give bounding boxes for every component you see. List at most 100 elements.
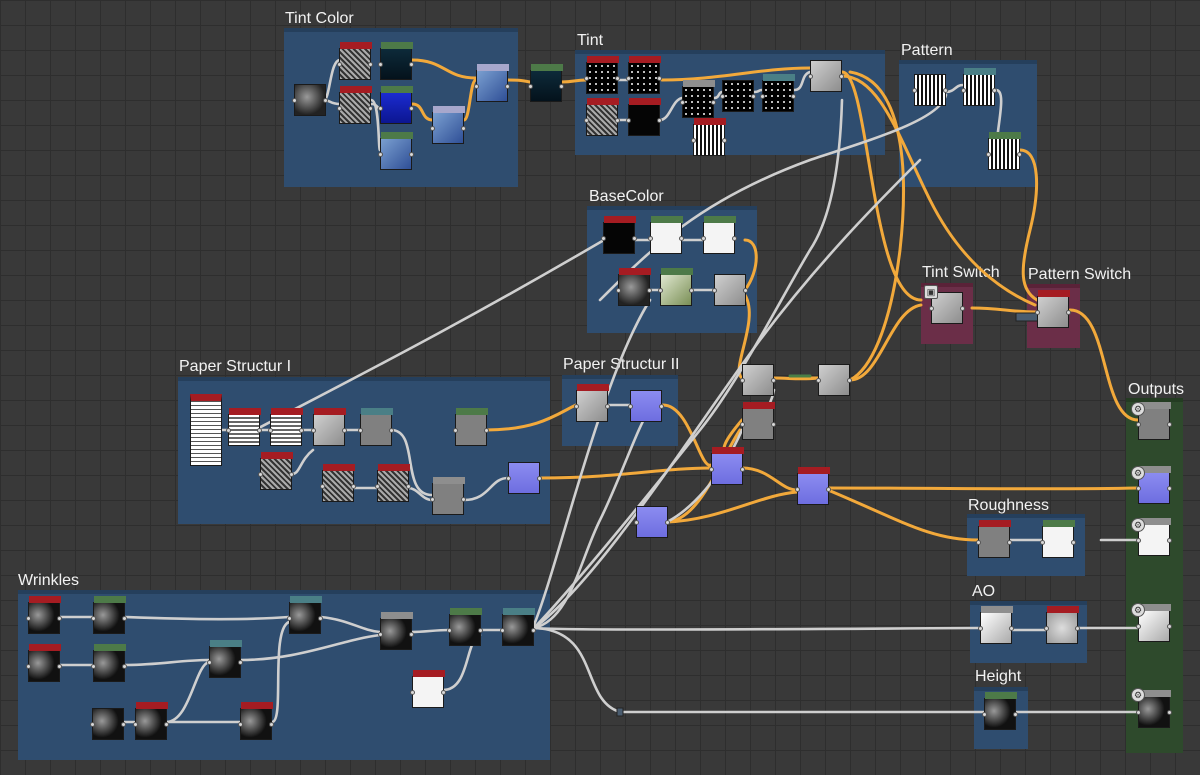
output-port[interactable]: [559, 84, 564, 89]
graph-node[interactable]: [976, 520, 1012, 558]
output-port[interactable]: [689, 288, 694, 293]
output-port[interactable]: [121, 722, 126, 727]
input-port[interactable]: [658, 288, 663, 293]
output-port[interactable]: [771, 422, 776, 427]
graph-node[interactable]: [961, 68, 997, 106]
frame-paper-structur-1[interactable]: [178, 377, 550, 524]
input-port[interactable]: [584, 118, 589, 123]
graph-node[interactable]: [474, 64, 510, 102]
input-port[interactable]: [720, 94, 725, 99]
output-port[interactable]: [461, 126, 466, 131]
input-port[interactable]: [226, 428, 231, 433]
tint-switch-input-icon[interactable]: ▣: [924, 285, 938, 299]
input-port[interactable]: [410, 690, 415, 695]
graph-node[interactable]: [91, 596, 127, 634]
color-map-node[interactable]: [190, 394, 222, 466]
graph-node[interactable]: [601, 216, 637, 254]
input-port[interactable]: [1035, 310, 1040, 315]
graph-node[interactable]: [453, 408, 489, 446]
input-port[interactable]: [709, 467, 714, 472]
input-port[interactable]: [1136, 422, 1141, 427]
graph-node[interactable]: [816, 364, 852, 396]
input-port[interactable]: [378, 62, 383, 67]
input-port[interactable]: [648, 236, 653, 241]
input-port[interactable]: [978, 626, 983, 631]
input-port[interactable]: [912, 88, 917, 93]
graph-node[interactable]: [410, 670, 446, 708]
input-port[interactable]: [375, 484, 380, 489]
input-port[interactable]: [1044, 626, 1049, 631]
input-port[interactable]: [816, 378, 821, 383]
output-port[interactable]: [257, 428, 262, 433]
graph-node[interactable]: [500, 608, 536, 646]
output-port[interactable]: [318, 616, 323, 621]
input-port[interactable]: [506, 476, 511, 481]
input-port[interactable]: [430, 497, 435, 502]
graph-node[interactable]: [740, 364, 776, 396]
graph-node[interactable]: [808, 60, 844, 92]
graph-node[interactable]: [912, 74, 948, 106]
graph-node[interactable]: [929, 292, 965, 324]
output-port[interactable]: [791, 94, 796, 99]
output-port[interactable]: [771, 378, 776, 383]
output-port[interactable]: [740, 467, 745, 472]
graph-node[interactable]: [258, 452, 294, 490]
graph-node[interactable]: [680, 80, 716, 118]
input-port[interactable]: [795, 487, 800, 492]
graph-node[interactable]: [292, 84, 328, 116]
output-port[interactable]: [826, 487, 831, 492]
output-port[interactable]: [57, 616, 62, 621]
input-port[interactable]: [760, 94, 765, 99]
input-port[interactable]: [808, 74, 813, 79]
output-port[interactable]: [1071, 540, 1076, 545]
graph-node[interactable]: [320, 464, 356, 502]
output-port[interactable]: [351, 484, 356, 489]
output-port[interactable]: [289, 472, 294, 477]
input-port[interactable]: [133, 722, 138, 727]
input-port[interactable]: [712, 288, 717, 293]
output-port[interactable]: [1167, 486, 1172, 491]
output-port[interactable]: [122, 664, 127, 669]
output-port[interactable]: [409, 152, 414, 157]
output-port[interactable]: [1013, 712, 1018, 717]
graph-node[interactable]: [584, 98, 620, 136]
input-port[interactable]: [528, 84, 533, 89]
input-port[interactable]: [311, 428, 316, 433]
graph-node[interactable]: [337, 42, 373, 80]
graph-node[interactable]: [506, 462, 542, 494]
input-port[interactable]: [976, 540, 981, 545]
input-port[interactable]: [320, 484, 325, 489]
input-port[interactable]: [26, 664, 31, 669]
input-port[interactable]: [628, 404, 633, 409]
input-port[interactable]: [337, 106, 342, 111]
output-port[interactable]: [409, 106, 414, 111]
output-basecolor-icon[interactable]: ⚙: [1131, 402, 1145, 416]
output-port[interactable]: [839, 74, 844, 79]
graph-node[interactable]: [1035, 290, 1071, 328]
graph-node[interactable]: [90, 708, 126, 740]
output-port[interactable]: [960, 306, 965, 311]
graph-node[interactable]: [1136, 518, 1172, 556]
graph-node[interactable]: [720, 80, 756, 112]
input-port[interactable]: [91, 664, 96, 669]
output-port[interactable]: [711, 100, 716, 105]
graph-node[interactable]: [238, 702, 274, 740]
output-port[interactable]: [1167, 624, 1172, 629]
input-port[interactable]: [1040, 540, 1045, 545]
graph-node[interactable]: [701, 216, 737, 254]
graph-node[interactable]: [268, 408, 304, 446]
output-port[interactable]: [368, 106, 373, 111]
output-port[interactable]: [1017, 152, 1022, 157]
input-port[interactable]: [238, 722, 243, 727]
graph-node[interactable]: [986, 132, 1022, 170]
output-port[interactable]: [657, 76, 662, 81]
graph-node[interactable]: [626, 98, 662, 136]
graph-node[interactable]: [226, 408, 262, 446]
graph-node[interactable]: [528, 64, 564, 102]
input-port[interactable]: [447, 628, 452, 633]
input-port[interactable]: [961, 88, 966, 93]
output-port[interactable]: [751, 94, 756, 99]
input-port[interactable]: [1136, 624, 1141, 629]
graph-node[interactable]: [626, 56, 662, 94]
output-port[interactable]: [389, 428, 394, 433]
